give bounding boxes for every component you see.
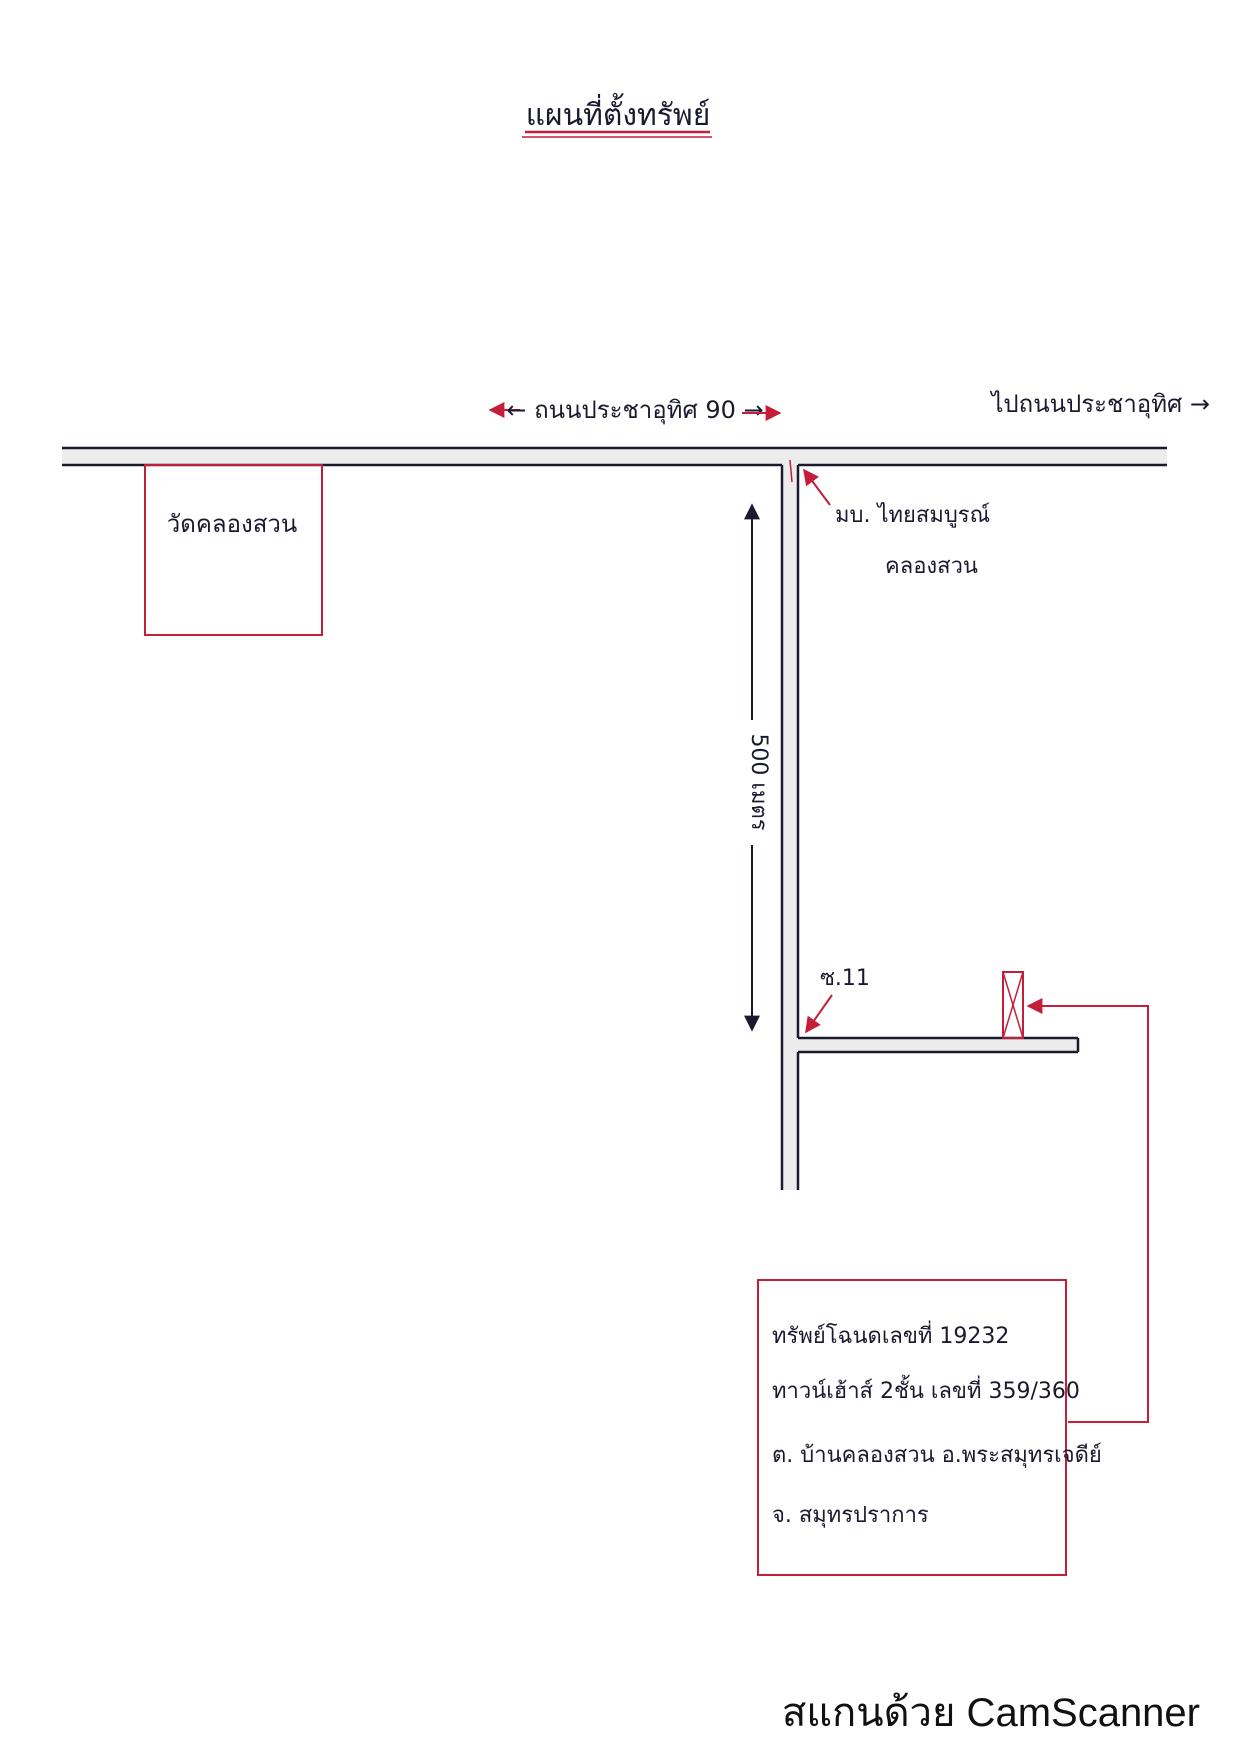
property-line-2: ทาวน์เฮ้าส์ 2ชั้น เลขที่ 359/360 (772, 1375, 1080, 1404)
property-line-3: ต. บ้านคลองสวน อ.พระสมุทรเจดีย์ (772, 1443, 1102, 1468)
property-marker (1002, 971, 1024, 1039)
property-line-4: จ. สมุทรปราการ (772, 1503, 929, 1528)
village-label-line2: คลองสวน (885, 554, 978, 579)
soi-11-road (798, 1038, 1078, 1052)
main-road (62, 448, 1167, 465)
to-road-label: ไปถนนประชาอุทิศ → (989, 390, 1210, 419)
soi-11-label: ซ.11 (820, 966, 870, 991)
vertical-road (782, 465, 798, 1190)
scanner-watermark: สแกนด้วย CamScanner (782, 1691, 1200, 1735)
temple-label: วัดคลองสวน (167, 510, 298, 538)
distance-label: 500 เมตร (746, 733, 771, 830)
temple-box (144, 464, 323, 636)
soi-11-arrow (805, 994, 833, 1034)
village-arrow (803, 468, 831, 506)
village-label-line1: มบ. ไทยสมบูรณ์ (835, 502, 990, 528)
main-road-label: ← ถนนประชาอุทิศ 90 → (506, 396, 763, 425)
property-line-1: ทรัพย์โฉนดเลขที่ 19232 (772, 1320, 1009, 1349)
property-info-box (757, 1279, 1067, 1576)
corner-tick (789, 459, 793, 483)
map-title: แผนที่ตั้งทรัพย์ (526, 93, 711, 133)
property-marker-cross-2 (1002, 971, 1024, 1039)
property-leader-line (1026, 998, 1149, 1423)
